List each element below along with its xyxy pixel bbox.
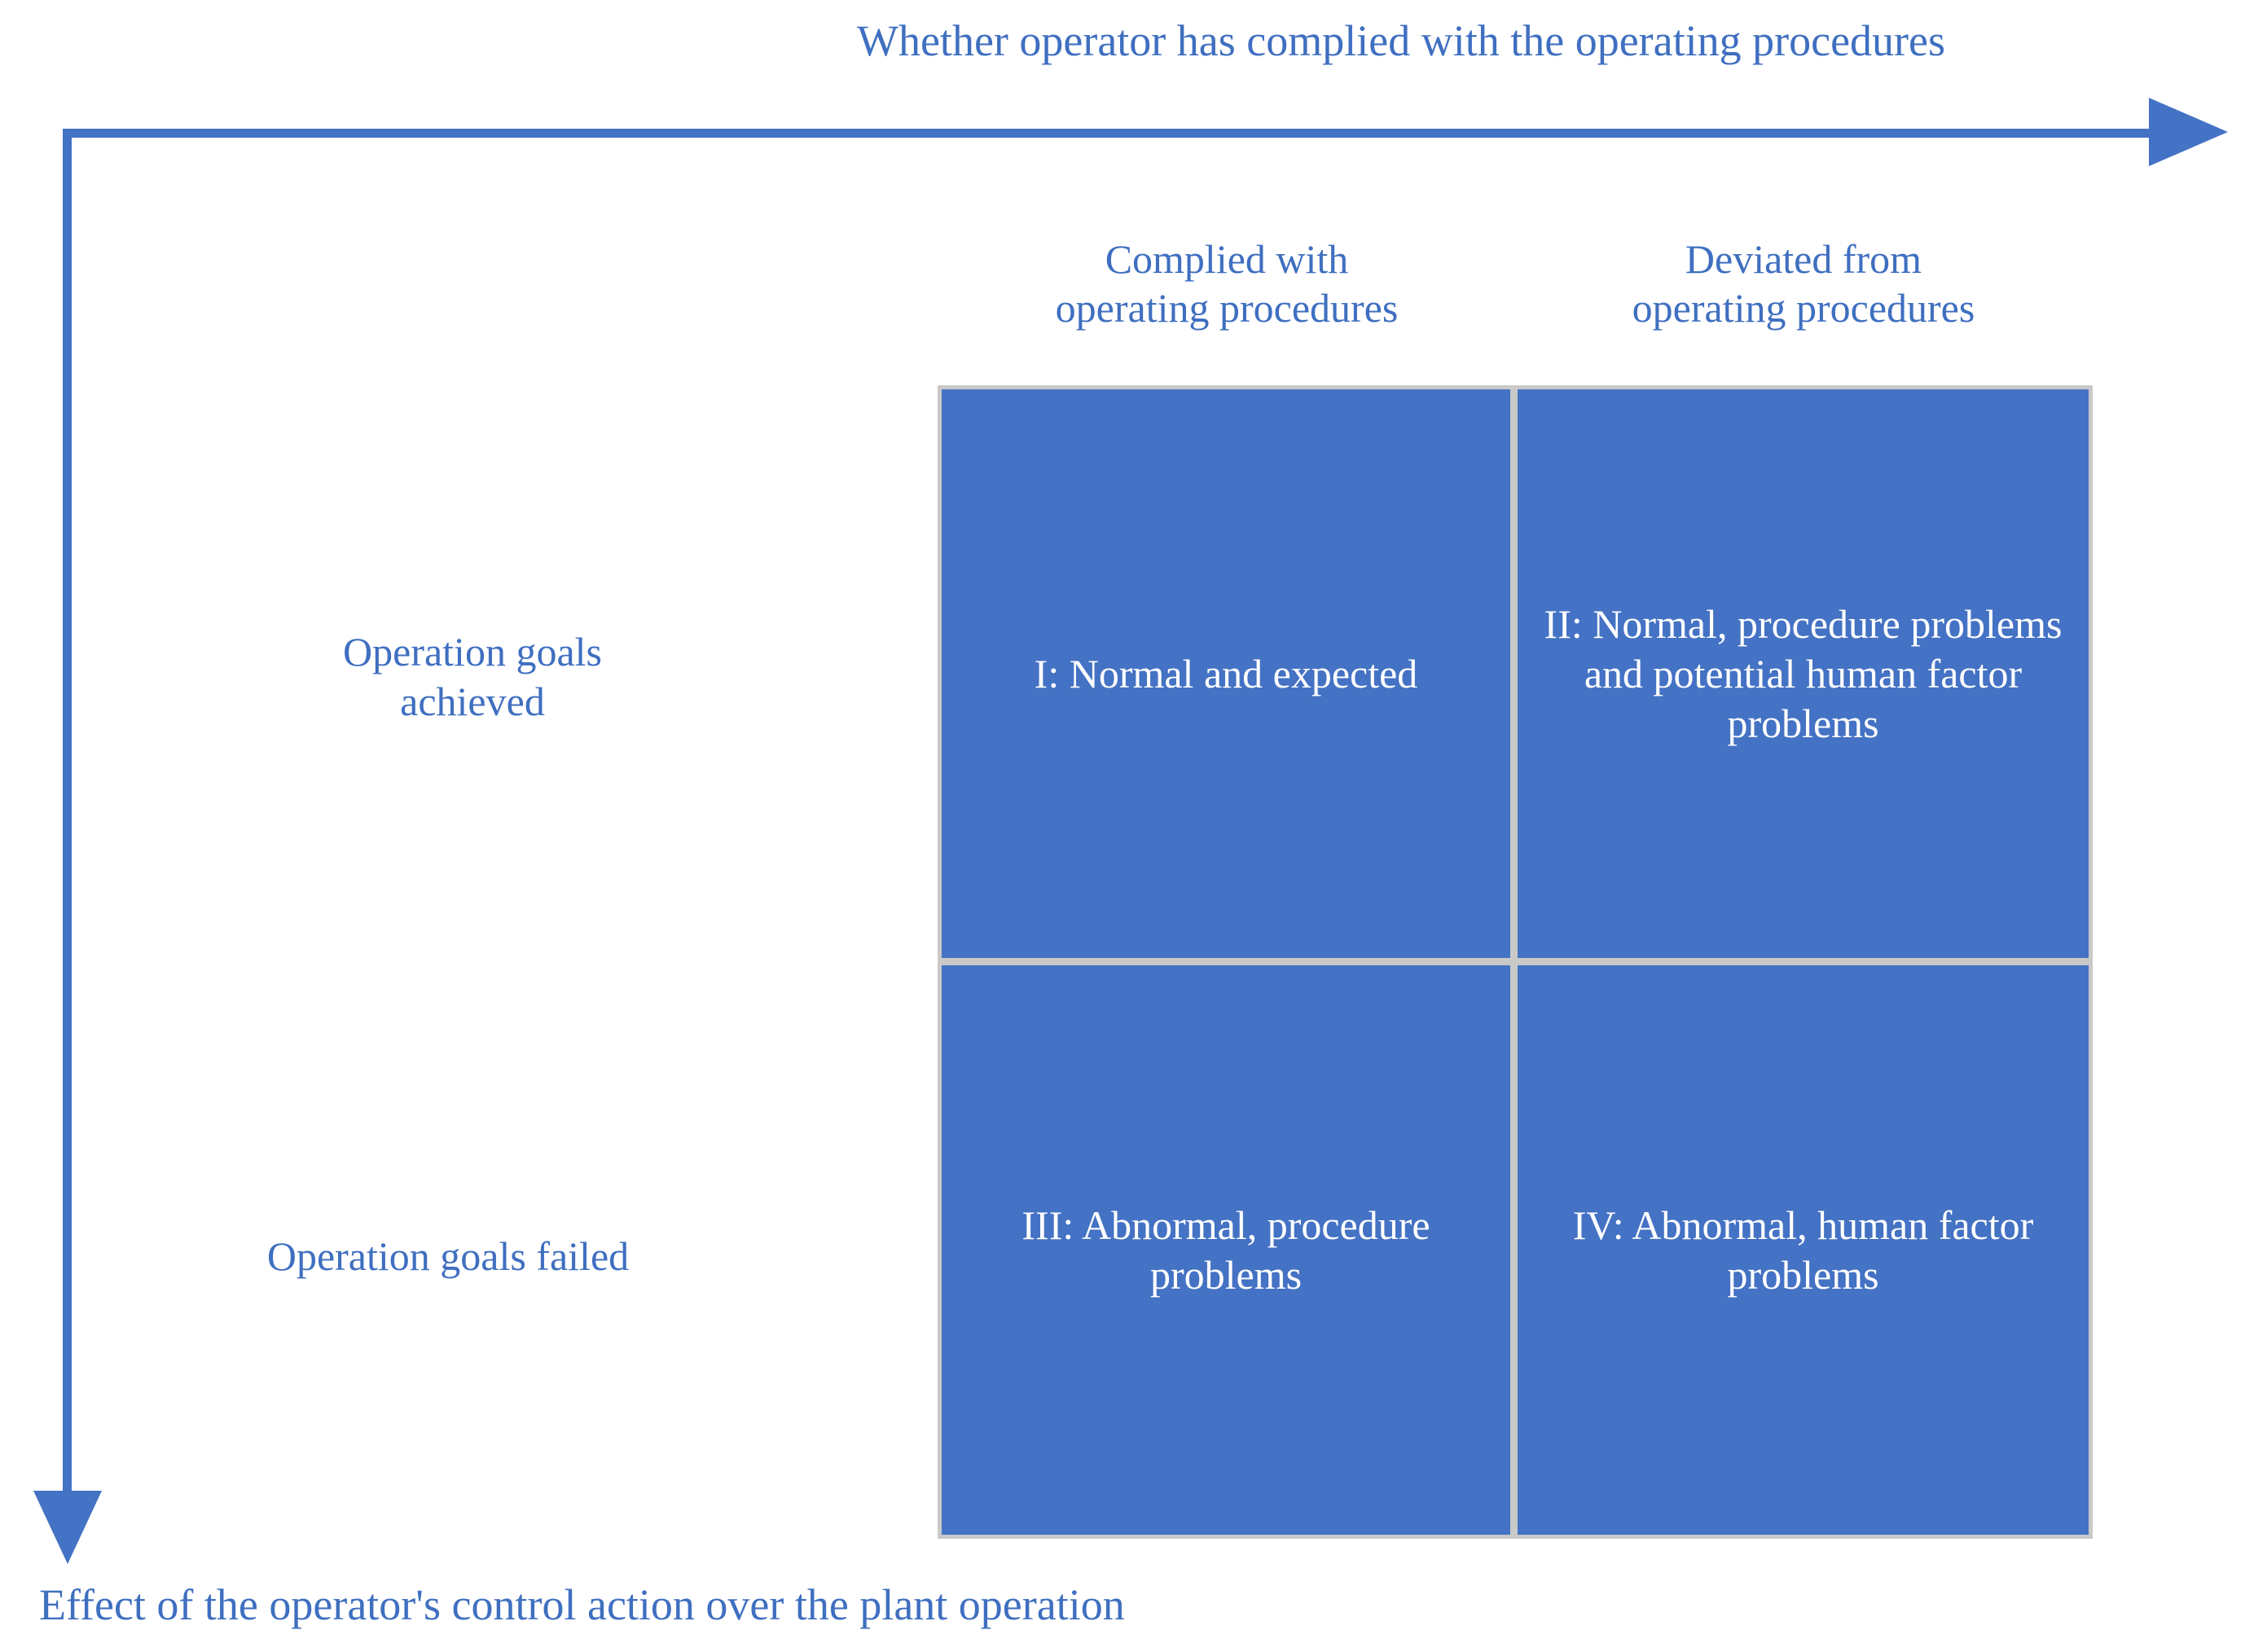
column-header-deviated-line1: Deviated from: [1685, 236, 1922, 282]
x-axis-arrowhead-icon: [2149, 98, 2228, 166]
x-axis-title: Whether operator has complied with the o…: [857, 16, 1945, 65]
quadrant-i-text: I: Normal and expected: [1034, 650, 1418, 696]
quadrant-cell-ii: II: Normal, procedure problems and poten…: [1518, 389, 2089, 958]
column-header-deviated-line2: operating procedures: [1632, 285, 1975, 331]
column-header-complied-line1: Complied with: [1105, 236, 1349, 282]
x-axis-line: [67, 129, 2152, 138]
quadrant-grid: I: Normal and expected II: Normal, proce…: [938, 385, 2093, 1539]
quadrant-cell-iv: IV: Abnormal, human factor problems: [1518, 965, 2089, 1535]
y-axis-line: [63, 129, 72, 1495]
quadrant-iii-text: III: Abnormal, procedure problems: [1021, 1202, 1430, 1298]
quadrant-cell-iii: III: Abnormal, procedure problems: [942, 965, 1510, 1535]
quadrant-iv-text: IV: Abnormal, human factor problems: [1572, 1202, 2034, 1298]
y-axis-arrowhead-icon: [33, 1491, 102, 1564]
row-label-goals-achieved: Operation goals achieved: [49, 627, 896, 727]
quadrant-cell-i: I: Normal and expected: [942, 389, 1510, 958]
row-label-goals-failed-line1: Operation goals failed: [266, 1233, 630, 1279]
column-header-complied: Complied with operating procedures: [942, 235, 1512, 332]
column-header-deviated: Deviated from operating procedures: [1518, 235, 2089, 332]
row-label-goals-achieved-line2: achieved: [400, 679, 545, 724]
column-header-complied-line2: operating procedures: [1055, 285, 1399, 331]
row-label-goals-failed: Operation goals failed: [24, 1232, 872, 1281]
y-axis-title: Effect of the operator's control action …: [39, 1580, 1125, 1629]
quadrant-ii-text: II: Normal, procedure problems and poten…: [1544, 600, 2063, 746]
row-label-goals-achieved-line1: Operation goals: [343, 629, 602, 674]
